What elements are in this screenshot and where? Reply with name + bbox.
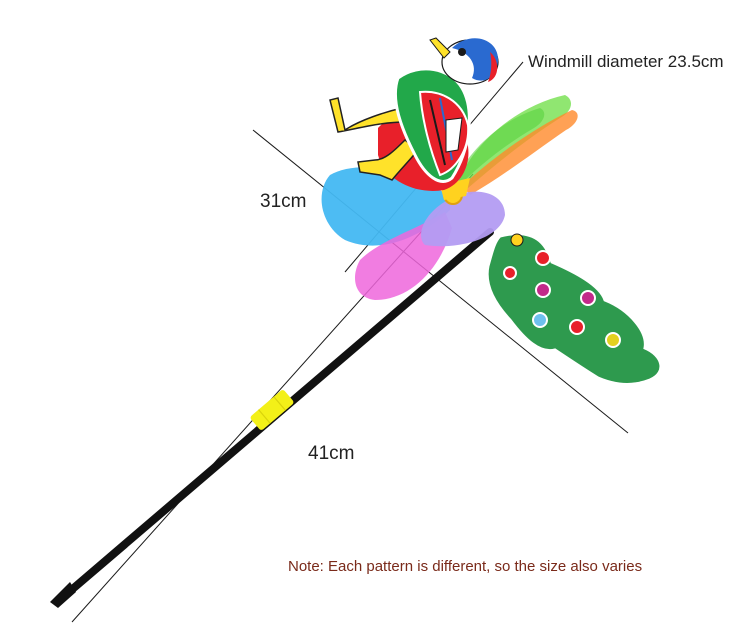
- blade-green-2: [455, 108, 545, 185]
- diameter-label: Windmill diameter 23.5cm: [528, 52, 724, 71]
- blade-green: [458, 95, 572, 188]
- height-dimension-line: [252, 129, 629, 434]
- stick-tip: [50, 582, 76, 608]
- bird-figure: [329, 37, 499, 191]
- bird-beak: [429, 37, 451, 59]
- bird-leg-yellow: [329, 97, 406, 133]
- bird-leg-yellow-2: [357, 139, 420, 181]
- bird-eye: [458, 48, 466, 56]
- blade-purple: [421, 191, 505, 247]
- windmill-blades: [321, 95, 578, 300]
- stick-grip: [250, 390, 294, 430]
- height-label: 31cm: [260, 191, 307, 212]
- blade-orange: [462, 110, 578, 195]
- size-note: Note: Each pattern is different, so the …: [288, 558, 643, 575]
- peacock-tail: [485, 232, 663, 386]
- windmill-stick: [50, 228, 494, 608]
- length-label: 41cm: [308, 443, 355, 464]
